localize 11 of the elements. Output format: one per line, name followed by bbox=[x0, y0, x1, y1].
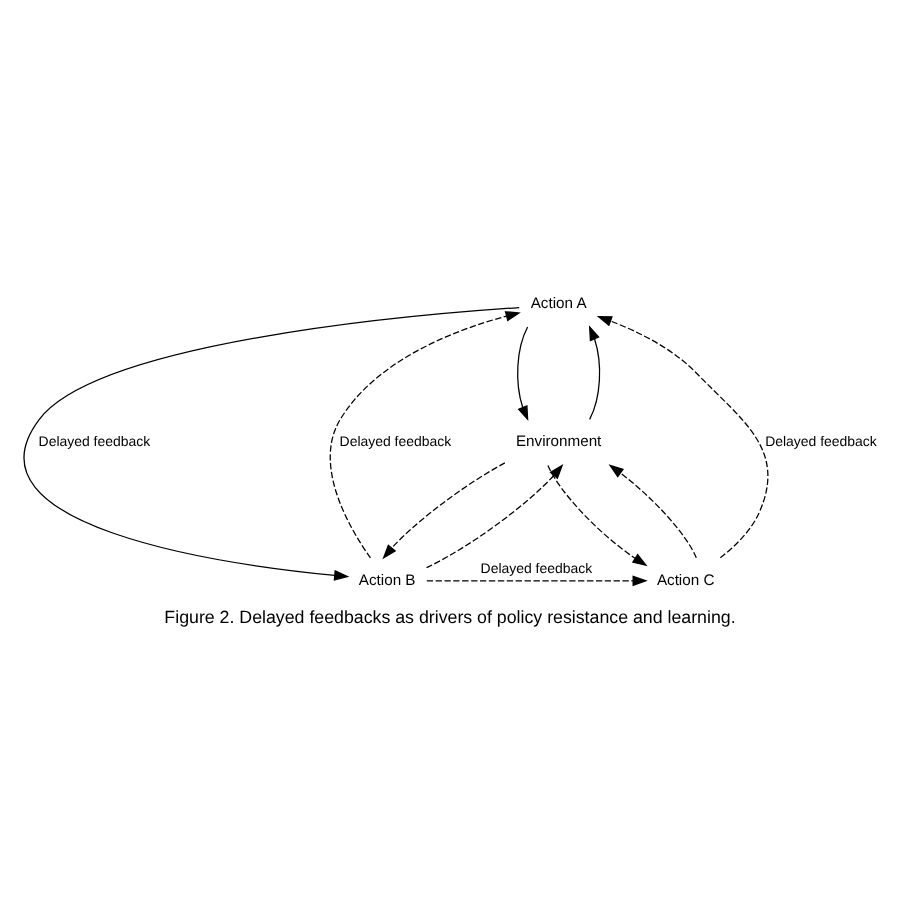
arrow bbox=[424, 463, 563, 568]
arrow bbox=[381, 461, 505, 559]
caption: Figure 2. Delayed feedbacks as drivers of policy resistance and learning. bbox=[163, 606, 735, 627]
arrow bbox=[516, 325, 528, 421]
arrow bbox=[587, 324, 600, 419]
arrow bbox=[546, 463, 647, 566]
arrow bbox=[23, 305, 519, 580]
arrow bbox=[607, 463, 696, 558]
arrow bbox=[425, 574, 647, 586]
arrow bbox=[595, 315, 768, 558]
arrow bbox=[328, 310, 520, 558]
